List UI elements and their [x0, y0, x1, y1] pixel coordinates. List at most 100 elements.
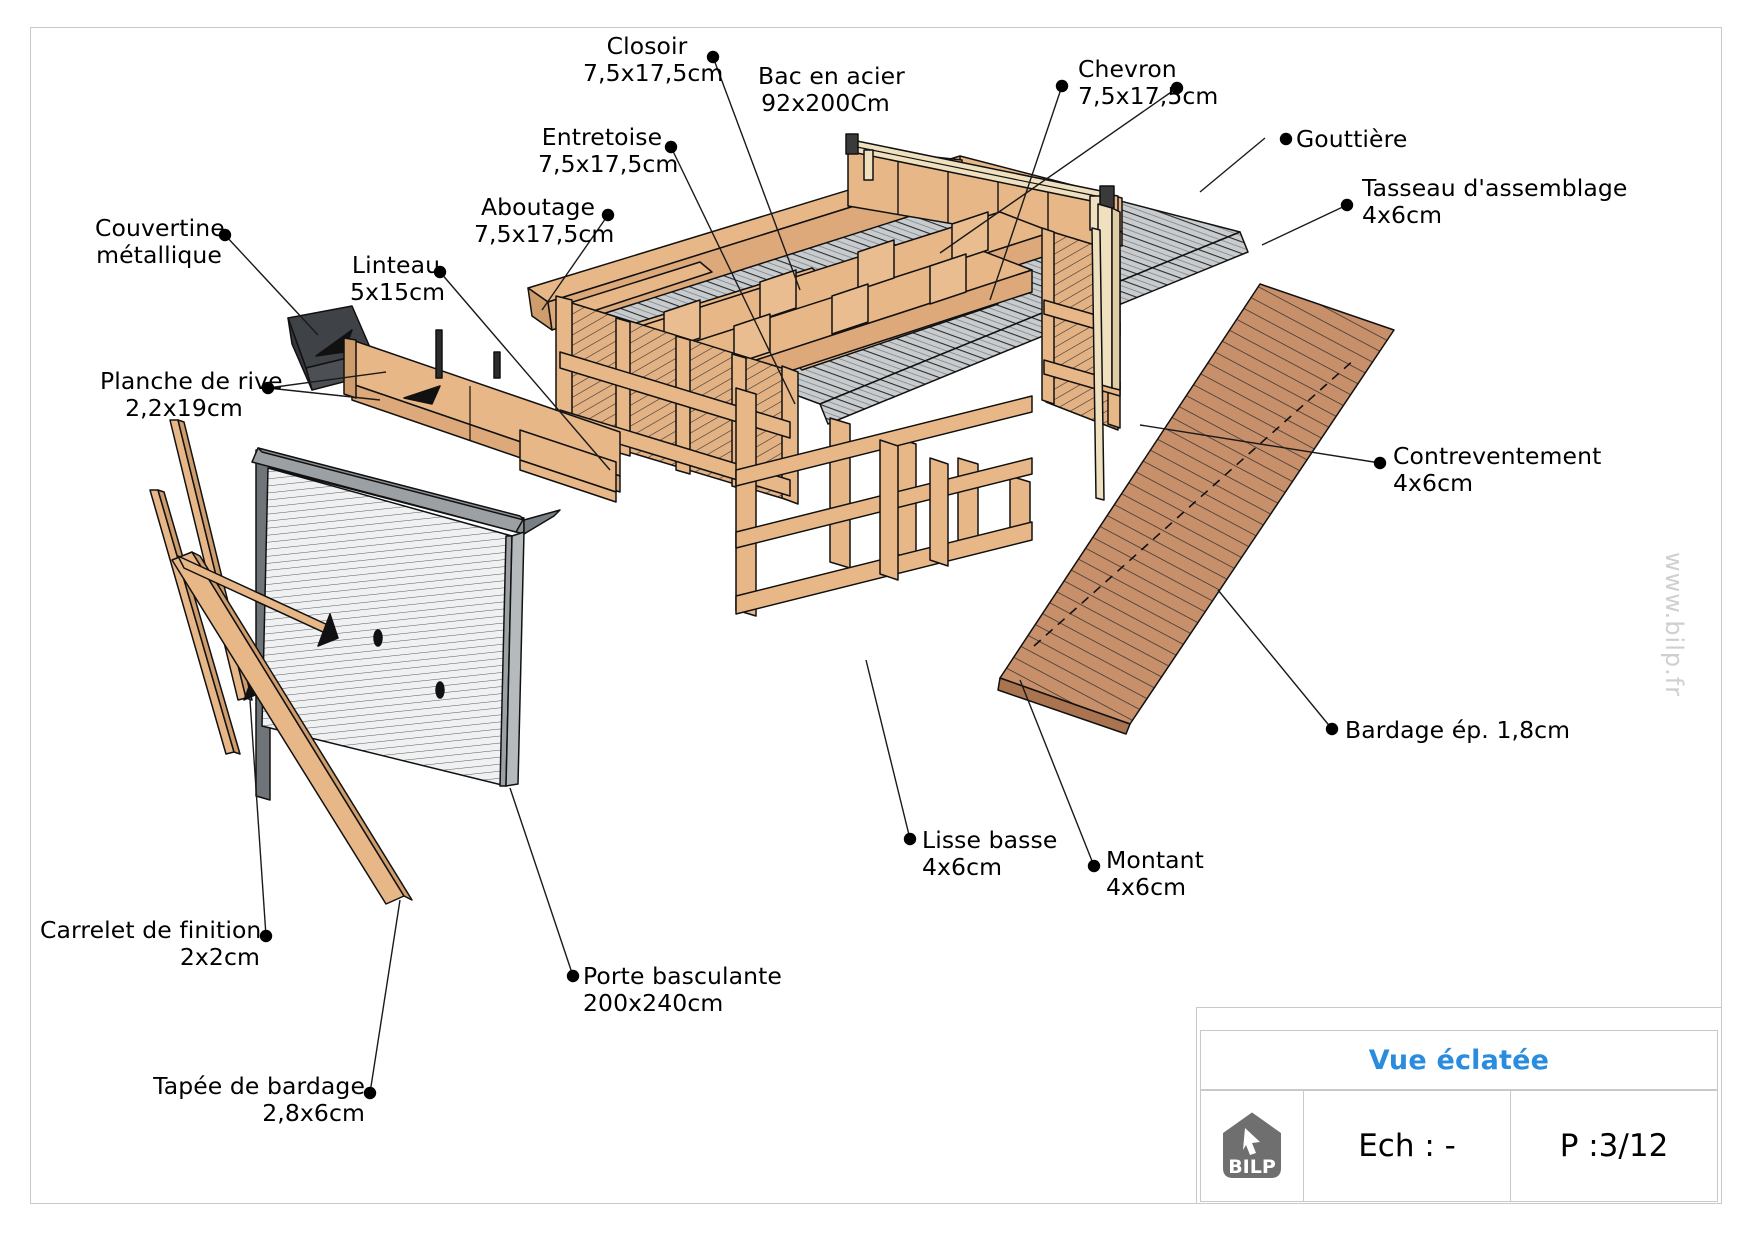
porte-basculante	[251, 447, 561, 801]
callout-name-contreventement: Contreventement	[1393, 442, 1602, 470]
callout-label-montant: Montant 4x6cm	[1106, 846, 1236, 902]
page-value: P :3/12	[1559, 1128, 1669, 1164]
watermark-text: www.bilp.fr	[1660, 552, 1688, 698]
bilp-logo-text: BILP	[1228, 1156, 1276, 1178]
bilp-logo-icon: BILP	[1219, 1108, 1285, 1182]
scale-cell: Ech : -	[1304, 1090, 1511, 1202]
callout-name-tapee: Tapée de bardage	[153, 1072, 365, 1100]
callout-spec-planche-de-rive: 2,2x19cm	[125, 394, 243, 423]
callout-label-entretoise: Entretoise 7,5x17,5cm	[538, 123, 679, 179]
callout-label-linteau: Linteau 5x15cm	[350, 251, 446, 307]
callout-label-closoir: Closoir 7,5x17,5cm	[583, 32, 724, 88]
callout-name-gouttiere: Gouttière	[1296, 125, 1408, 153]
scale-value: Ech : -	[1358, 1128, 1456, 1164]
callout-dot-planche-rive	[261, 381, 275, 395]
leader-planche-rive	[267, 387, 381, 401]
callout-name-entretoise: Entretoise	[541, 123, 663, 151]
callout-name-carrelet: Carrelet de finition	[40, 916, 262, 944]
callout-label-tapee: Tapée de bardage 2,8x6cm	[110, 1072, 365, 1128]
leader-lisse-basse	[865, 659, 911, 840]
leader-bardage	[1217, 589, 1333, 730]
callout-dot-gouttiere	[1279, 132, 1293, 146]
callout-dot-linteau	[433, 265, 447, 279]
callout-dot-couvertine	[218, 228, 232, 242]
linteau-beam	[519, 429, 617, 503]
callout-label-tasseau: Tasseau d'assemblage 4x6cm	[1362, 174, 1627, 230]
callout-dot-tasseau	[1340, 198, 1354, 212]
callout-name-porte-basculante: Porte basculante	[583, 962, 782, 990]
leader-closoir	[712, 56, 801, 291]
tasseau-rod	[1091, 227, 1105, 501]
callout-name-montant: Montant	[1106, 846, 1204, 874]
drawing-title: Vue éclatée	[1368, 1044, 1550, 1076]
tapee-bardage	[171, 551, 413, 905]
callout-spec-aboutage: 7,5x17,5cm	[474, 220, 615, 249]
callout-dot-porte	[566, 969, 580, 983]
leader-chevron	[989, 85, 1063, 301]
callout-spec-bac-en-acier: 92x200Cm	[761, 89, 890, 118]
callout-dot-chevron	[1055, 79, 1069, 93]
callout-label-carrelet: Carrelet de finition 2x2cm	[40, 916, 262, 972]
callout-name-bardage: Bardage ép. 1,8cm	[1345, 716, 1571, 744]
leader-carrelet	[249, 699, 267, 937]
callout-name-aboutage: Aboutage	[480, 193, 596, 221]
leader-tapee	[369, 899, 401, 1094]
callout-dot-tapee	[363, 1086, 377, 1100]
callout-name-bac-en-acier: Bac en acier	[758, 62, 905, 90]
callout-spec-tapee: 2,8x6cm	[262, 1099, 365, 1128]
callout-name-tasseau: Tasseau d'assemblage	[1362, 174, 1628, 202]
callout-spec-closoir: 7,5x17,5cm	[583, 59, 724, 88]
callout-name-lisse-basse: Lisse basse	[922, 826, 1058, 854]
callout-dot-carrelet	[259, 929, 273, 943]
callout-label-contreventement: Contreventement 4x6cm	[1393, 442, 1603, 498]
callout-spec-chevron: 7,5x17,5cm	[1078, 82, 1219, 111]
gouttiere	[845, 133, 1115, 209]
callout-spec-montant: 4x6cm	[1106, 873, 1187, 902]
bilp-logo-cell: BILP	[1200, 1090, 1304, 1202]
callout-label-porte-basculante: Porte basculante 200x240cm	[583, 962, 793, 1018]
leader-planche-rive-2	[267, 371, 387, 389]
callout-dot-contreventement	[1373, 456, 1387, 470]
callout-label-gouttiere: Gouttière	[1296, 125, 1446, 153]
callout-spec-entretoise: 7,5x17,5cm	[538, 150, 679, 179]
callout-dot-entretoise	[664, 140, 678, 154]
callout-spec-tasseau: 4x6cm	[1362, 201, 1443, 230]
cursor-arrow-icon	[1243, 1128, 1260, 1155]
callout-label-bardage: Bardage ép. 1,8cm	[1345, 716, 1585, 744]
roof-assembly	[527, 133, 1249, 425]
page-cell: P :3/12	[1511, 1090, 1718, 1202]
callout-label-chevron: Chevron 7,5x17,5cm	[1078, 55, 1219, 111]
callout-name-planche-de-rive: Planche de rive	[100, 367, 283, 395]
callout-spec-couvertine: métallique	[96, 241, 222, 270]
callout-label-aboutage: Aboutage 7,5x17,5cm	[474, 193, 615, 249]
callout-name-chevron: Chevron	[1078, 55, 1177, 83]
callout-label-planche-de-rive: Planche de rive 2,2x19cm	[100, 367, 283, 423]
callout-dot-aboutage	[601, 208, 615, 222]
leader-montant	[1019, 679, 1095, 867]
callout-label-couvertine: Couvertine métallique	[95, 214, 225, 270]
leader-contreventement	[1139, 424, 1381, 464]
leader-tasseau	[1261, 204, 1348, 246]
callout-label-bac-en-acier: Bac en acier 92x200Cm	[758, 62, 905, 118]
leader-entretoise	[670, 146, 796, 405]
callout-dot-bac-acier	[1170, 81, 1184, 95]
sheet-border	[30, 27, 1722, 1204]
callout-spec-porte-basculante: 200x240cm	[583, 989, 724, 1018]
callout-name-linteau: Linteau	[351, 251, 441, 279]
leader-gouttiere	[1199, 137, 1266, 193]
callout-dot-bardage	[1325, 722, 1339, 736]
callout-spec-lisse-basse: 4x6cm	[922, 853, 1003, 882]
title-block-title-cell: Vue éclatée	[1200, 1030, 1718, 1090]
contreventement-brace	[1033, 357, 1357, 647]
callout-dot-montant	[1087, 859, 1101, 873]
callout-name-closoir: Closoir	[606, 32, 688, 60]
callout-spec-linteau: 5x15cm	[350, 278, 446, 307]
callout-label-lisse-basse: Lisse basse 4x6cm	[922, 826, 1062, 882]
callout-spec-contreventement: 4x6cm	[1393, 469, 1474, 498]
title-block-row: BILP Ech : - P :3/12	[1200, 1090, 1718, 1202]
montant-group	[879, 439, 949, 581]
leader-porte	[509, 787, 574, 977]
